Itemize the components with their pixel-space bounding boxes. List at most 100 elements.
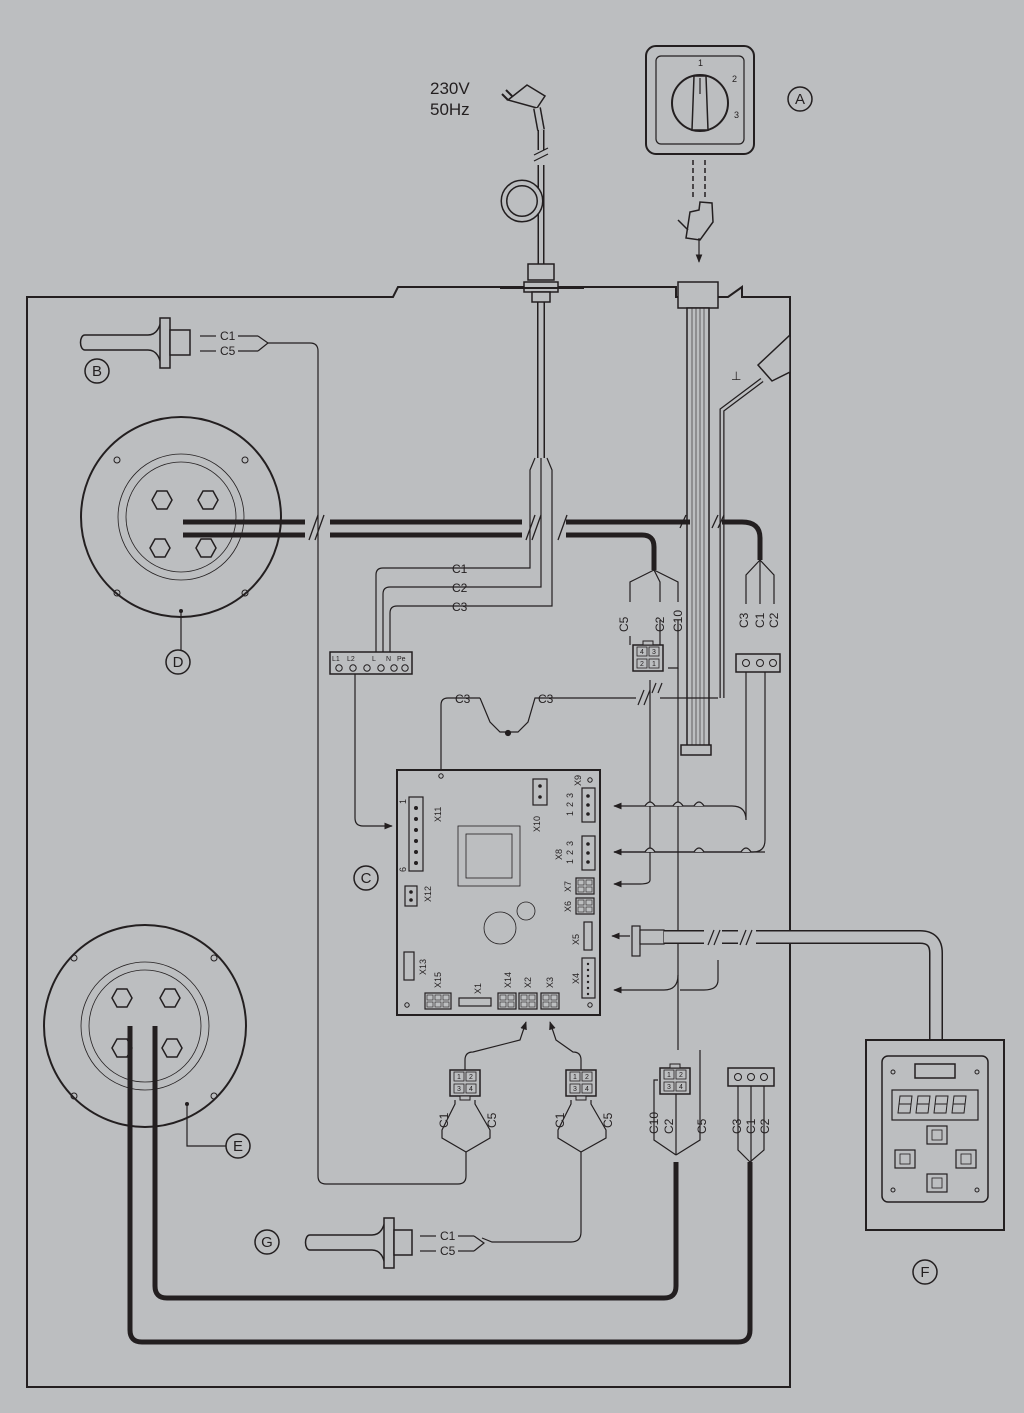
svg-text:F: F <box>920 1264 929 1281</box>
svg-text:E: E <box>233 1138 243 1155</box>
upper-plug <box>632 640 664 672</box>
board-x4: X4 <box>571 973 581 984</box>
svg-text:B: B <box>92 363 102 380</box>
c3-break-marks <box>637 682 663 706</box>
terminal-l1: L1 <box>332 656 340 663</box>
board-x6: X6 <box>563 901 573 912</box>
control-board <box>396 769 601 1016</box>
board-x9: X9 <box>573 775 583 786</box>
terminal-pe: Pe <box>397 656 406 663</box>
board-x9-pin3: 3 <box>565 793 575 798</box>
lower-plug-right <box>659 1063 691 1095</box>
lower-plug-right-c5: C5 <box>695 1118 709 1134</box>
lower-plug-right-pin-4: 4 <box>679 1084 683 1091</box>
svg-text:A: A <box>795 91 805 108</box>
supply-frequency: 50Hz <box>430 100 470 119</box>
sensor-g-wires <box>420 1235 486 1252</box>
lower-plug-right-pin-1: 1 <box>667 1072 671 1079</box>
lower-plug-middle-pin-4: 4 <box>585 1086 589 1093</box>
upper-plug-pin-2: 2 <box>640 661 644 668</box>
board-x9-pin2: 2 <box>565 802 575 807</box>
cable-gland <box>500 263 584 303</box>
board-x11: X11 <box>433 807 443 822</box>
sensor-g <box>304 1217 413 1269</box>
lower-right-terminal <box>727 1067 775 1087</box>
lower-plug-middle <box>565 1069 597 1101</box>
lower-plug-left-pin-4: 4 <box>469 1086 473 1093</box>
lower-plug-left-pin-3: 3 <box>457 1086 461 1093</box>
board-x11-pin6: 6 <box>398 867 408 872</box>
selector-pos-3: 3 <box>734 110 739 120</box>
terminal-to-board-wire <box>354 674 393 830</box>
board-x1: X1 <box>473 983 483 994</box>
lower-plug-right-wires <box>653 1050 701 1156</box>
board-x8: X8 <box>554 849 564 860</box>
supply-cable <box>500 130 549 458</box>
display-panel-callout: F <box>912 1259 938 1285</box>
heater-e <box>43 924 247 1128</box>
board-x8-pin2: 2 <box>565 850 575 855</box>
break-marks-top <box>308 514 725 541</box>
display-digits <box>897 1095 967 1114</box>
ground-wire <box>719 378 764 698</box>
svg-text:D: D <box>173 654 184 671</box>
svg-text:G: G <box>261 1234 273 1251</box>
terminal-l: L <box>372 656 376 663</box>
selector-connector <box>677 160 714 263</box>
upper-plug-c10: C10 <box>671 610 685 632</box>
lower-plug-middle-wires <box>481 1021 607 1243</box>
svg-text:C: C <box>361 870 372 887</box>
wire-hops <box>644 801 752 853</box>
supply-branch-wires <box>375 457 553 655</box>
board-x8-pin3: 3 <box>565 841 575 846</box>
display-button-bottom <box>926 1173 948 1193</box>
display-button-left <box>894 1149 916 1169</box>
enclosure-notch <box>756 333 791 382</box>
board-x15: X15 <box>433 972 443 988</box>
x5-plug <box>611 925 665 957</box>
upper-plug-c2: C2 <box>653 616 667 632</box>
board-callout: C <box>353 865 379 891</box>
lower-right-c3: C3 <box>730 1118 744 1134</box>
lower-plug-right-c10: C10 <box>647 1112 661 1134</box>
board-x8-pin1: 1 <box>565 859 575 864</box>
lower-plug-left-pin-1: 1 <box>457 1074 461 1081</box>
display-cable <box>664 930 943 1068</box>
heater-e-callout: E <box>186 1104 251 1159</box>
c3-loop-wire <box>440 697 718 776</box>
supply-wire-c3: C3 <box>452 600 468 614</box>
heater-e-cables <box>127 1026 753 1345</box>
sensor-g-callout: G <box>254 1229 280 1255</box>
lower-plug-right-pin-2: 2 <box>679 1072 683 1079</box>
lower-plug-right-c2: C2 <box>662 1118 676 1134</box>
selector-pos-1: 1 <box>698 58 703 68</box>
upper-right-c2: C2 <box>767 612 781 628</box>
board-x11-pin1: 1 <box>398 799 408 804</box>
sensor-b-wire-c5: C5 <box>220 344 236 358</box>
enclosure-outline <box>26 285 791 1388</box>
board-x2: X2 <box>523 977 533 988</box>
break-marks-middle <box>707 929 753 946</box>
sensor-b-wires <box>200 335 467 1185</box>
upper-plug-pin-1: 1 <box>652 661 656 668</box>
sensor-g-wire-c1: C1 <box>440 1229 456 1243</box>
lower-plug-middle-c5: C5 <box>601 1112 615 1128</box>
board-x7: X7 <box>563 881 573 892</box>
lower-plug-left <box>449 1069 481 1101</box>
sensor-b-wire-c1: C1 <box>220 329 236 343</box>
board-x5: X5 <box>571 934 581 945</box>
board-x13: X13 <box>418 959 428 975</box>
heater-d <box>80 416 282 618</box>
board-x12: X12 <box>423 886 433 902</box>
upper-right-c3: C3 <box>737 612 751 628</box>
ribbon-cable <box>677 281 719 756</box>
board-x9-pin1: 1 <box>565 811 575 816</box>
supply-wire-c2: C2 <box>452 581 468 595</box>
sensor-b-callout: B <box>84 358 110 384</box>
lower-plug-middle-c1: C1 <box>553 1112 567 1128</box>
upper-right-terminal <box>735 653 781 673</box>
display-button-top <box>926 1125 948 1145</box>
lower-plug-middle-pin-2: 2 <box>585 1074 589 1081</box>
mains-plug <box>501 84 547 131</box>
